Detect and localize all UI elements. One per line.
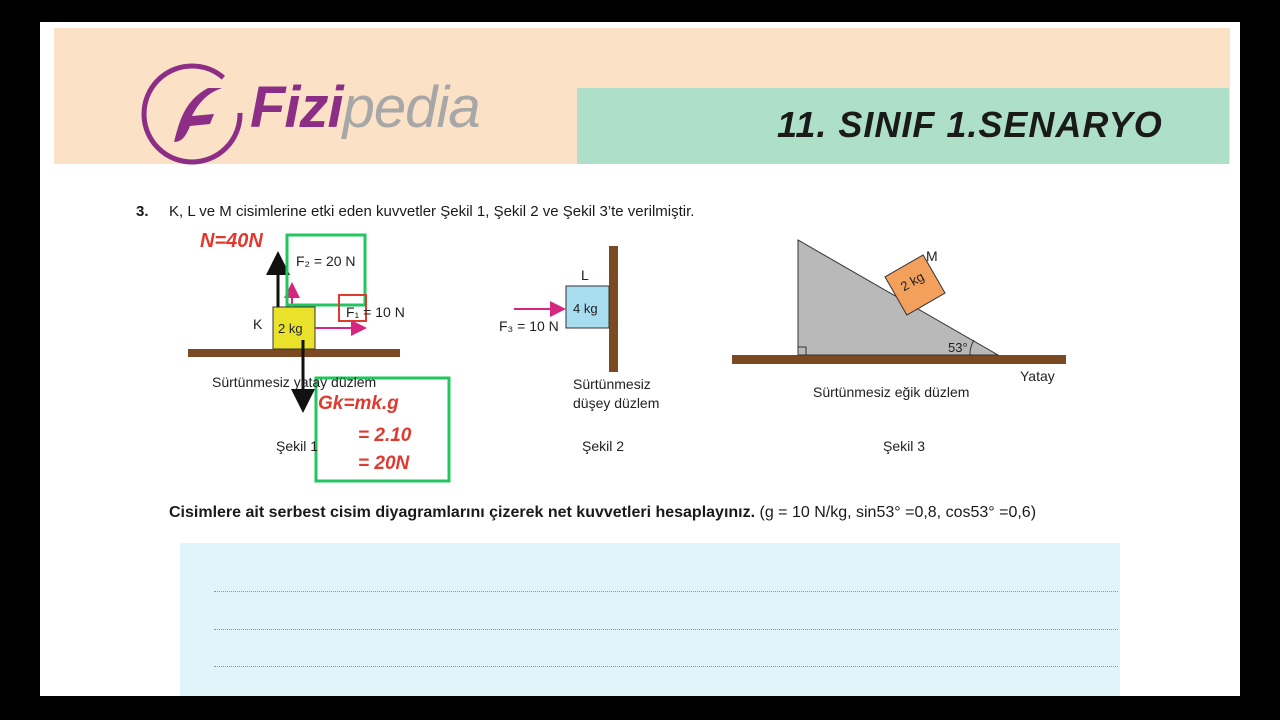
handwritten-weight-3: = 20N xyxy=(358,453,410,474)
handwritten-weight-1: Gk=mk.g xyxy=(318,393,399,414)
instruction-bold: Cisimlere ait serbest cisim diyagramları… xyxy=(169,504,756,521)
title-band xyxy=(577,88,1229,164)
caption-2: Şekil 2 xyxy=(582,438,625,454)
force1-label: F₁ = 10 N xyxy=(346,304,405,320)
angle-label: 53° xyxy=(948,340,968,355)
surface-2-line1: Sürtünmesiz xyxy=(573,376,651,392)
logo-part2: pedia xyxy=(342,75,481,140)
horizontal-label: Yatay xyxy=(1020,368,1055,384)
figures-diagram xyxy=(188,233,1066,483)
wall-2 xyxy=(609,246,618,372)
handwritten-weight-2: = 2.10 xyxy=(358,425,412,446)
ground-3 xyxy=(732,355,1066,364)
ground-1 xyxy=(188,349,400,357)
question-number: 3. xyxy=(136,203,149,220)
right-angle-mark xyxy=(797,346,807,356)
surface-1: Sürtünmesiz yatay düzlem xyxy=(212,374,377,390)
fizipedia-logo-icon xyxy=(141,63,243,165)
surface-3: Sürtünmesiz eğik düzlem xyxy=(813,384,970,400)
instruction-text: Cisimlere ait serbest cisim diyagramları… xyxy=(169,504,1036,522)
answer-box[interactable] xyxy=(180,543,1120,696)
highlight-f2-box xyxy=(285,233,367,307)
highlight-weight-box xyxy=(314,376,451,483)
highlight-f1-box xyxy=(338,294,367,322)
block-l xyxy=(565,285,610,329)
label-l: L xyxy=(581,267,589,283)
block-k xyxy=(272,306,316,350)
block-m xyxy=(884,254,946,316)
label-m: M xyxy=(926,248,938,264)
mass-k: 2 kg xyxy=(278,321,303,336)
scenario-title: 11. SINIF 1.SENARYO xyxy=(777,104,1163,145)
answer-line xyxy=(214,591,1118,592)
force2-label: F₂ = 20 N xyxy=(296,253,356,269)
mass-l: 4 kg xyxy=(573,301,598,316)
answer-line xyxy=(214,666,1118,667)
handwritten-normal: N=40N xyxy=(200,230,263,252)
caption-1: Şekil 1 xyxy=(276,438,319,454)
logo-part1: Fizi xyxy=(250,75,344,140)
worksheet-page: Fizipedia 11. SINIF 1.SENARYO 3. K, L ve… xyxy=(40,22,1240,696)
surface-2-line2: düşey düzlem xyxy=(573,395,660,411)
logo-wordmark: Fizipedia xyxy=(250,74,481,141)
instruction-constants: (g = 10 N/kg, sin53° =0,8, cos53° =0,6) xyxy=(755,504,1037,521)
angle-arc xyxy=(969,339,975,356)
label-k: K xyxy=(253,316,263,332)
caption-3: Şekil 3 xyxy=(883,438,926,454)
force3-label: F₃ = 10 N xyxy=(499,318,559,334)
answer-line xyxy=(214,629,1118,630)
question-text: K, L ve M cisimlerine etki eden kuvvetle… xyxy=(169,203,695,220)
